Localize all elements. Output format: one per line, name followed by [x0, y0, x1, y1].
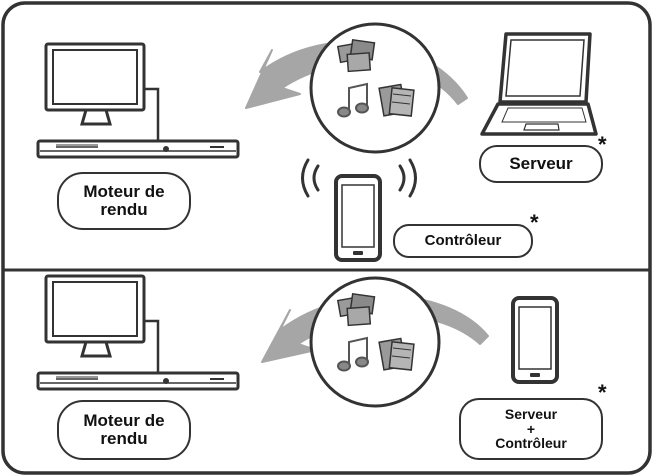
bottom-smartphone-icon [511, 296, 559, 384]
bottom-renderer-line-2: rendu [100, 429, 148, 448]
bottom-server-controller-label: Serveur + Contrôleur [459, 398, 603, 460]
top-renderer-line-1: Moteur de [83, 182, 165, 202]
bottom-renderer-line-1: Moteur de [83, 411, 165, 431]
wireless-signal-left-icon [301, 158, 320, 198]
top-media-circle [309, 22, 441, 154]
top-renderer-line-2: rendu [100, 200, 148, 219]
bottom-server-text: Serveur [504, 405, 558, 422]
top-renderer-label: Moteur de rendu [57, 172, 191, 230]
bottom-controller-text: Contrôleur [495, 435, 567, 452]
top-server-label: Serveur [479, 145, 603, 183]
top-controller-star: * [530, 210, 539, 235]
bottom-media-circle [309, 276, 441, 408]
bottom-plus-text: + [526, 420, 536, 437]
top-controller-text: Contrôleur [424, 232, 502, 250]
top-smartphone-icon [334, 174, 382, 262]
bottom-renderer-label: Moteur de rendu [57, 400, 191, 460]
wireless-signal-right-icon [398, 158, 417, 198]
bottom-server-controller-star: * [598, 380, 607, 405]
laptop-icon [480, 32, 598, 136]
top-server-text: Serveur [509, 154, 573, 174]
top-server-star: * [598, 132, 607, 157]
top-controller-label: Contrôleur [393, 224, 533, 258]
